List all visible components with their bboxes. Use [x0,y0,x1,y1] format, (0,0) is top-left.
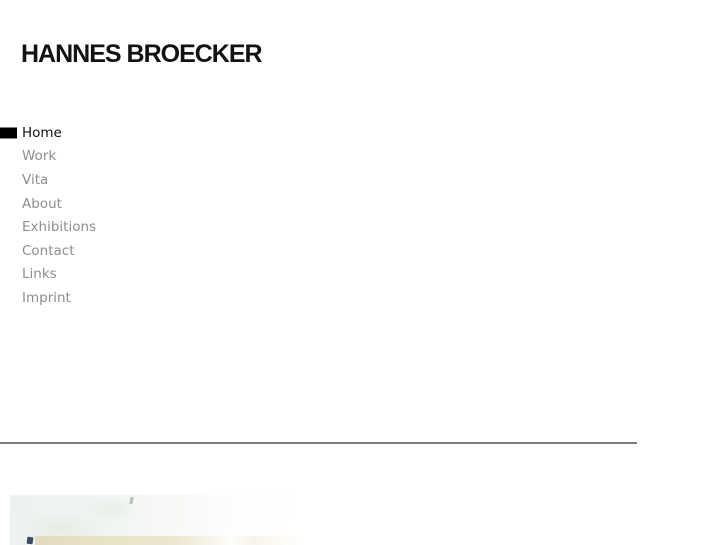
nav-item-label: Exhibitions [22,219,97,236]
nav-item-label: Work [22,148,57,165]
nav-item-label: Vita [22,171,49,188]
nav-item-label: About [22,195,62,212]
main-nav: Home Work Vita About Exhibitions Contact… [0,121,220,310]
nav-item-label: Imprint [22,289,71,306]
photo-beige-strip [35,536,302,545]
nav-item-label: Contact [22,242,75,259]
exhibition-photo [10,495,302,545]
nav-item-imprint[interactable]: Imprint [0,286,220,310]
nav-item-contact[interactable]: Contact [0,239,220,263]
horizontal-divider [0,442,637,444]
nav-item-exhibitions[interactable]: Exhibitions [0,215,220,239]
nav-item-label: Home [22,124,62,141]
site-title: HANNES BROECKER [21,40,263,68]
photo-detail-mark [129,496,134,505]
nav-item-work[interactable]: Work [0,145,220,169]
nav-item-home[interactable]: Home [0,121,220,145]
active-item-marker [0,127,17,139]
photo-dark-spot [26,536,34,545]
nav-item-about[interactable]: About [0,192,220,216]
nav-item-vita[interactable]: Vita [0,168,220,192]
nav-item-links[interactable]: Links [0,263,220,287]
nav-item-label: Links [22,266,57,283]
